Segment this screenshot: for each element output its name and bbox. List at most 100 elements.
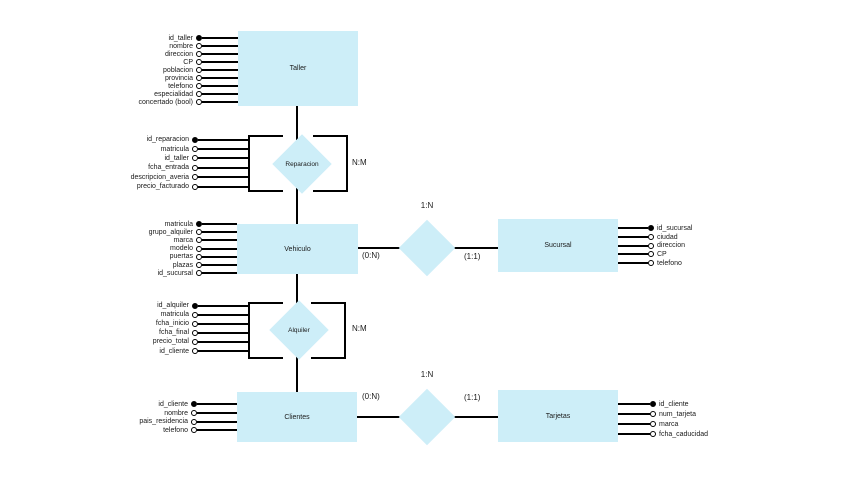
attribute-row: pais_residencia — [139, 417, 237, 426]
attribute-connector-line — [618, 236, 648, 239]
attribute-label: fcha_final — [159, 329, 189, 337]
attribute-row: CP — [618, 250, 692, 259]
attribute-connector-line — [618, 423, 650, 425]
connector-alquiler-clientes — [296, 354, 298, 392]
attribute-label: poblacion — [163, 66, 193, 74]
entity-sucursal-label: Sucursal — [544, 242, 572, 249]
attribute-connector-line — [202, 93, 238, 95]
attribute-label: concertado (bool) — [138, 98, 193, 106]
reparacion-left-bracket — [248, 135, 283, 192]
attribute-connector-line — [618, 227, 648, 230]
entity-clientes-label: Clientes — [284, 413, 310, 421]
attribute-label: num_tarjeta — [659, 410, 696, 418]
relationship-reparacion-diamond[interactable]: Reparacion — [272, 134, 332, 194]
vehiculo-sucursal-cardinality-right: (1:1) — [464, 252, 481, 261]
relationship-reparacion-label: Reparacion — [285, 160, 319, 168]
attribute-label: grupo_alquiler — [148, 228, 193, 236]
clientes-attributes: id_cliente nombre pais_residencia telefo… — [139, 400, 237, 435]
attribute-label: id_cliente — [159, 347, 189, 355]
attribute-label: ciudad — [657, 233, 678, 241]
attribute-label: id_cliente — [158, 400, 188, 408]
clientes-tarjetas-cardinality-right: (1:1) — [464, 393, 481, 402]
attribute-row: poblacion — [139, 66, 238, 74]
attribute-label: puertas — [169, 253, 193, 261]
alquiler-left-bracket — [248, 302, 283, 359]
attribute-label: precio_total — [152, 338, 189, 346]
attribute-row: id_sucursal — [149, 269, 237, 277]
attribute-label: matricula — [160, 311, 189, 319]
attribute-dot — [650, 421, 656, 427]
attribute-dot — [191, 427, 197, 434]
attribute-connector-line — [198, 176, 248, 179]
attribute-connector-line — [198, 185, 248, 188]
attribute-row: id_reparacion — [131, 135, 248, 144]
attribute-connector-line — [198, 304, 248, 307]
attribute-row: num_tarjeta — [618, 409, 708, 419]
attribute-row: fcha_final — [153, 328, 248, 337]
attribute-dot — [196, 245, 202, 252]
attribute-connector-line — [198, 148, 248, 151]
attribute-connector-line — [202, 239, 237, 242]
entity-taller[interactable]: Taller — [238, 31, 358, 106]
attribute-label: telefono — [163, 426, 188, 434]
sucursal-attributes: id_sucursal ciudad direccion CP telefono — [618, 224, 692, 267]
attribute-row: provincia — [139, 74, 238, 82]
attribute-connector-line — [202, 223, 237, 226]
attribute-row: telefono — [139, 426, 237, 435]
attribute-dot — [196, 262, 202, 269]
attribute-connector-line — [198, 157, 248, 160]
attribute-row: id_cliente — [139, 400, 237, 409]
relationship-alquiler-diamond[interactable]: Alquiler — [269, 300, 329, 360]
attribute-label: direccion — [657, 242, 686, 250]
entity-tarjetas[interactable]: Tarjetas — [498, 390, 618, 442]
relationship-clientes-tarjetas-diamond[interactable] — [398, 388, 456, 446]
attribute-label: id_taller — [164, 154, 189, 162]
attribute-dot — [196, 99, 202, 105]
attribute-label: plazas — [172, 261, 193, 269]
attribute-label: pais_residencia — [139, 418, 188, 426]
attribute-row: plazas — [149, 261, 237, 269]
attribute-row: telefono — [618, 259, 692, 268]
attribute-row: precio_facturado — [131, 182, 248, 191]
attribute-connector-line — [618, 253, 648, 256]
attribute-dot — [192, 146, 198, 153]
attribute-row: descripcion_averia — [131, 173, 248, 182]
attribute-row: especialidad — [139, 90, 238, 98]
attribute-dot — [192, 348, 198, 355]
relationship-vehiculo-sucursal-diamond[interactable] — [398, 219, 456, 277]
entity-vehiculo[interactable]: Vehiculo — [237, 224, 358, 274]
attribute-dot — [196, 237, 202, 244]
attribute-label: matricula — [164, 220, 193, 228]
attribute-row: id_sucursal — [618, 224, 692, 233]
attribute-dot — [196, 67, 202, 73]
attribute-connector-line — [198, 322, 248, 325]
attribute-dot — [192, 311, 198, 318]
attribute-dot — [192, 338, 198, 345]
attribute-connector-line — [198, 313, 248, 316]
attribute-label: marca — [173, 236, 193, 244]
attribute-dot — [196, 51, 202, 57]
attribute-connector-line — [197, 412, 237, 415]
key-attribute-dot — [191, 401, 197, 408]
connector-reparacion-vehiculo — [296, 188, 298, 224]
attribute-label: especialidad — [154, 90, 193, 98]
relationship-alquiler-label: Alquiler — [288, 326, 310, 334]
attribute-dot — [192, 174, 198, 181]
attribute-connector-line — [202, 272, 237, 275]
attribute-connector-line — [618, 403, 650, 405]
attribute-label: CP — [657, 250, 667, 258]
attribute-connector-line — [202, 231, 237, 234]
attribute-connector-line — [198, 331, 248, 334]
diamond-shape — [398, 219, 456, 277]
attribute-row: marca — [618, 419, 708, 429]
vehiculo-sucursal-cardinality-left: (0:N) — [362, 251, 380, 260]
vehiculo-sucursal-cardinality-top: 1:N — [420, 201, 434, 210]
attribute-row: nombre — [139, 409, 237, 418]
entity-clientes[interactable]: Clientes — [237, 392, 357, 442]
attribute-row: grupo_alquiler — [149, 228, 237, 236]
attribute-row: id_cliente — [153, 346, 248, 355]
entity-sucursal[interactable]: Sucursal — [498, 219, 618, 272]
attribute-row: matricula — [153, 310, 248, 319]
attribute-row: concertado (bool) — [139, 98, 238, 106]
